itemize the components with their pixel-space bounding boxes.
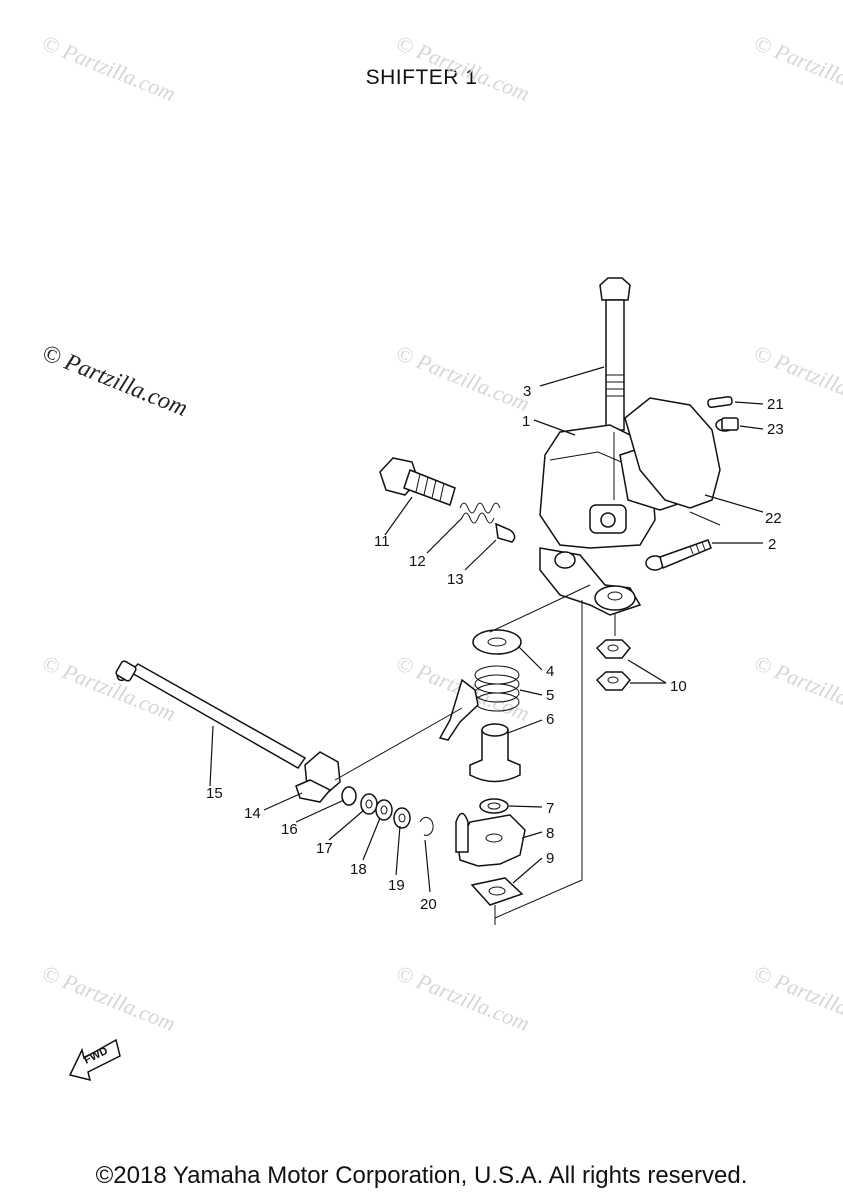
diagram-title: SHIFTER 1 — [365, 66, 478, 89]
part-18-ring — [375, 799, 393, 821]
callout-23: 23 — [767, 421, 784, 438]
callout-4: 4 — [546, 663, 554, 680]
callout-19: 19 — [388, 877, 405, 894]
part-9-plate — [470, 877, 524, 906]
callout-22: 22 — [765, 510, 782, 527]
part-23-screw — [715, 417, 739, 432]
callout-16: 16 — [281, 821, 298, 838]
part-14-joint — [295, 751, 341, 803]
part-3-bolt — [599, 277, 631, 431]
callout-13: 13 — [447, 571, 464, 588]
fwd-arrow-icon: FWD — [68, 1038, 121, 1082]
part-11-bolt — [379, 457, 456, 506]
callout-7: 7 — [546, 800, 554, 817]
part-6-collar — [469, 723, 521, 783]
callout-6: 6 — [546, 711, 554, 728]
callout-11: 11 — [374, 533, 390, 550]
callout-2: 2 — [768, 536, 776, 553]
callout-20: 20 — [420, 896, 437, 913]
part-12-spring — [459, 502, 501, 524]
callout-1: 1 — [522, 413, 530, 430]
callout-3: 3 — [523, 383, 531, 400]
callout-21: 21 — [767, 396, 784, 413]
callout-10: 10 — [670, 678, 687, 695]
callout-8: 8 — [546, 825, 554, 842]
part-21-pin — [707, 396, 733, 408]
callout-14: 14 — [244, 805, 261, 822]
callout-5: 5 — [546, 687, 554, 704]
part-4-washer — [472, 629, 522, 655]
part-8-cam — [455, 812, 526, 867]
callout-15: 15 — [206, 785, 223, 802]
callout-9: 9 — [546, 850, 554, 867]
part-22-cover — [624, 397, 721, 509]
part-1-bracket — [539, 424, 691, 616]
callout-17: 17 — [316, 840, 333, 857]
part-19-ring — [393, 807, 411, 829]
part-7-washer — [479, 798, 509, 814]
part-20-clip — [419, 816, 434, 836]
part-2-screw — [645, 539, 712, 571]
part-16-washer — [341, 786, 357, 806]
callout-12: 12 — [409, 553, 426, 570]
part-15-rod — [115, 660, 307, 769]
leader-lines — [209, 366, 764, 893]
assembly-guide-lines — [334, 432, 721, 925]
copyright-notice: ©2018 Yamaha Motor Corporation, U.S.A. A… — [95, 1162, 748, 1189]
callout-18: 18 — [350, 861, 367, 878]
part-13-plunger — [495, 522, 516, 543]
part-10-nuts — [595, 639, 632, 691]
